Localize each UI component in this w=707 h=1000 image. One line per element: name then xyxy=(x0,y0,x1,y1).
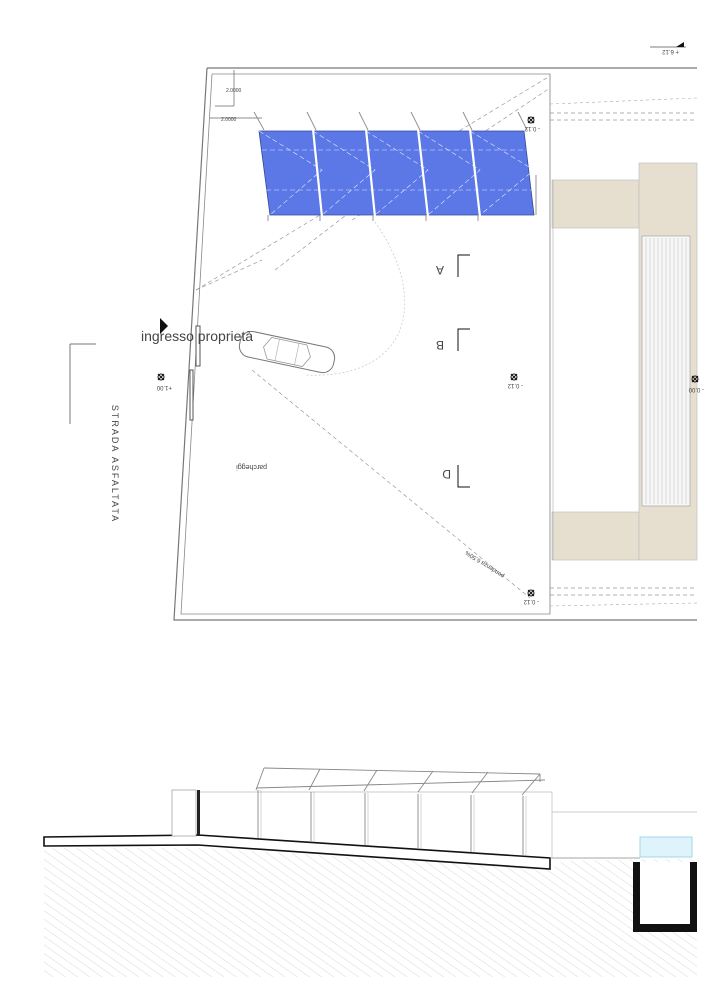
dimension-label-1: 2.0000 xyxy=(226,88,242,94)
site-plan: 2.0000 2.0000 + 6.12 xyxy=(69,42,704,621)
background-wall xyxy=(200,791,697,858)
solar-panel xyxy=(469,130,535,216)
level-center: - 0.12 xyxy=(507,382,523,388)
canopy-structure xyxy=(255,767,546,856)
section-marker-icon xyxy=(457,328,470,351)
level-marker-icon xyxy=(691,375,699,383)
level-top: - 0.12 xyxy=(524,125,540,131)
ground-hatch xyxy=(44,848,697,977)
level-entrance: +1.00 xyxy=(156,384,172,390)
solar-panel xyxy=(312,130,376,216)
entrance-arrow-icon xyxy=(160,318,168,334)
entrance-label: ingresso proprietà xyxy=(141,328,253,344)
section-marker-icon xyxy=(457,254,470,277)
pool-section xyxy=(633,836,697,932)
level-marker-icon xyxy=(527,589,535,597)
section-marker-b: B xyxy=(436,338,444,352)
section-marker-d: D xyxy=(442,467,451,481)
gate-section xyxy=(197,790,200,836)
level-marker-icon xyxy=(527,116,535,124)
level-bottom: - 0.12 xyxy=(523,598,539,604)
site-section xyxy=(43,767,697,977)
dimension-label-2: 2.0000 xyxy=(221,117,237,123)
solar-canopy xyxy=(253,111,537,221)
stair-treads xyxy=(645,238,687,504)
solar-panel xyxy=(258,130,323,216)
boundary-wall xyxy=(171,789,197,837)
dimension-lines xyxy=(210,70,262,119)
parking-label: parcheggi xyxy=(236,463,267,470)
construction-lines xyxy=(195,75,697,599)
building xyxy=(551,162,698,561)
level-right: - 0.00 xyxy=(688,386,704,392)
road-edge xyxy=(69,343,96,424)
lot-boundary xyxy=(173,67,697,621)
slope-label: pendenza 6.50% xyxy=(464,549,506,579)
section-marker-a: A xyxy=(436,263,444,277)
level-top-right: + 6.12 xyxy=(661,48,679,54)
section-marker-icon xyxy=(457,465,470,488)
level-marker-icon xyxy=(157,373,165,381)
level-marker-icon xyxy=(510,373,518,381)
entrance-gate xyxy=(189,325,201,421)
car-icon xyxy=(238,330,336,374)
level-marker-icon xyxy=(650,42,686,48)
road-label: STRADA ASFALTATA xyxy=(110,405,120,523)
